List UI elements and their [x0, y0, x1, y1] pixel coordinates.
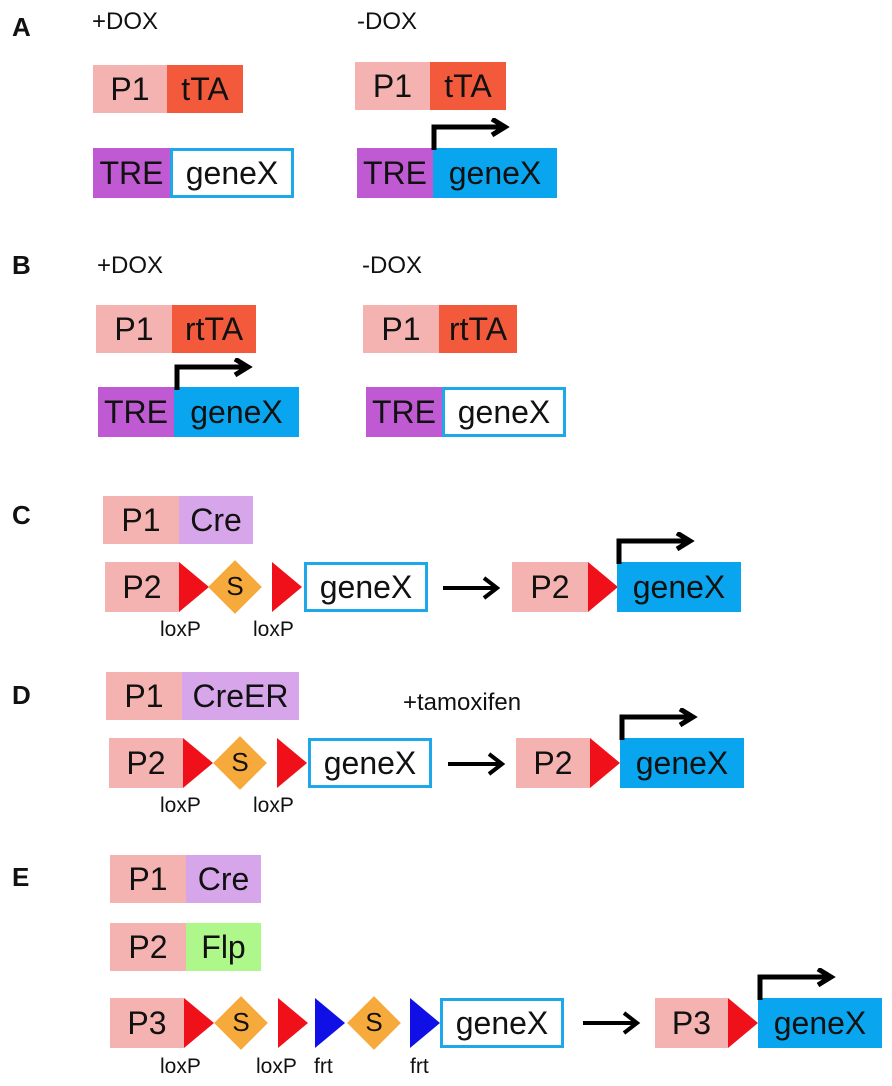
e-p2-promoter: P2	[110, 923, 186, 971]
d-creer-gene: CreER	[182, 672, 299, 720]
a-minus-tta-gene: tTA	[430, 62, 506, 110]
b-plus-genex-on: geneX	[174, 387, 299, 437]
d-p1-promoter: P1	[106, 672, 182, 720]
d-loxp-2-label: loxP	[253, 794, 294, 817]
panel-label-d: D	[12, 680, 31, 710]
c-loxp-2-label: loxP	[253, 618, 294, 641]
a-plus-tta-gene: tTA	[167, 65, 243, 113]
e-stop-2-label: S	[365, 1007, 383, 1037]
e-frt-1-icon	[315, 998, 345, 1048]
e-loxp-2-label: loxP	[256, 1055, 297, 1078]
c-p2-promoter: P2	[105, 562, 179, 612]
d-genex-off: geneX	[308, 738, 432, 788]
panel-label-c: C	[12, 500, 31, 530]
e-loxp-1-label: loxP	[160, 1055, 201, 1078]
c-loxp-1-icon	[179, 562, 209, 612]
panel-label-a: A	[12, 12, 31, 42]
b-minus-tre-element: TRE	[366, 387, 442, 437]
c-genex-off: geneX	[304, 562, 428, 612]
b-plus-tre-element: TRE	[98, 387, 174, 437]
c-result-loxp-icon	[588, 562, 618, 612]
e-flp-gene: Flp	[186, 923, 261, 971]
d-recombination-arrow-icon	[448, 752, 506, 776]
e-genex-off: geneX	[440, 998, 564, 1048]
d-result-genex-on: geneX	[620, 738, 744, 788]
a-plus-p1-promoter: P1	[93, 65, 167, 113]
e-recombination-arrow-icon	[583, 1011, 641, 1035]
e-loxp-1-icon	[184, 998, 214, 1048]
e-cre-gene: Cre	[186, 855, 261, 903]
c-stop-label: S	[226, 571, 244, 601]
d-tamoxifen-label: +tamoxifen	[403, 689, 522, 716]
b-plus-rtta-gene: rtTA	[172, 305, 256, 353]
b-minus-genex-off: geneX	[442, 387, 566, 437]
e-p1-promoter: P1	[110, 855, 186, 903]
d-loxp-1-icon	[183, 738, 213, 788]
e-frt-2-label: frt	[410, 1055, 429, 1078]
c-result-genex-on: geneX	[617, 562, 741, 612]
d-loxp-1-label: loxP	[160, 794, 201, 817]
a-minus-transcription-arrow-icon	[431, 118, 510, 150]
b-minus-p1-promoter: P1	[363, 305, 439, 353]
d-stop-label: S	[231, 747, 249, 777]
d-result-loxp-icon	[590, 738, 620, 788]
e-result-loxp-icon	[728, 998, 758, 1048]
b-minus-rtta-gene: rtTA	[439, 305, 517, 353]
e-frt-2-icon	[410, 998, 440, 1048]
panel-label-e: E	[12, 862, 30, 892]
a-minus-tre-element: TRE	[357, 148, 433, 198]
c-result-transcription-arrow-icon	[616, 532, 695, 564]
e-result-p3-promoter: P3	[655, 998, 728, 1048]
c-recombination-arrow-icon	[443, 576, 501, 600]
d-p2-promoter: P2	[109, 738, 183, 788]
e-result-genex-on: geneX	[758, 998, 882, 1048]
a-plus-tre-element: TRE	[93, 148, 170, 198]
a-minus-p1-promoter: P1	[355, 62, 430, 110]
panel-b-plus-dox: +DOX	[97, 252, 164, 279]
c-loxp-1-label: loxP	[160, 618, 201, 641]
c-result-p2-promoter: P2	[512, 562, 588, 612]
e-stop-1-label: S	[232, 1007, 250, 1037]
c-loxp-2-icon	[272, 562, 302, 612]
d-loxp-2-icon	[277, 738, 307, 788]
c-p1-promoter: P1	[103, 496, 179, 544]
e-frt-1-label: frt	[314, 1055, 333, 1078]
a-plus-genex-off: geneX	[170, 148, 294, 198]
panel-a-minus-dox: -DOX	[357, 8, 417, 35]
d-result-transcription-arrow-icon	[619, 708, 698, 740]
c-cre-gene: Cre	[179, 496, 253, 544]
a-minus-genex-on: geneX	[433, 148, 557, 198]
e-p3-promoter: P3	[110, 998, 184, 1048]
e-loxp-2-icon	[278, 998, 308, 1048]
d-result-p2-promoter: P2	[516, 738, 590, 788]
e-result-transcription-arrow-icon	[757, 968, 836, 1000]
panel-b-minus-dox: -DOX	[362, 252, 422, 279]
b-plus-transcription-arrow-icon	[174, 358, 253, 390]
b-plus-p1-promoter: P1	[96, 305, 172, 353]
panel-label-b: B	[12, 250, 31, 280]
panel-a-plus-dox: +DOX	[92, 8, 159, 35]
